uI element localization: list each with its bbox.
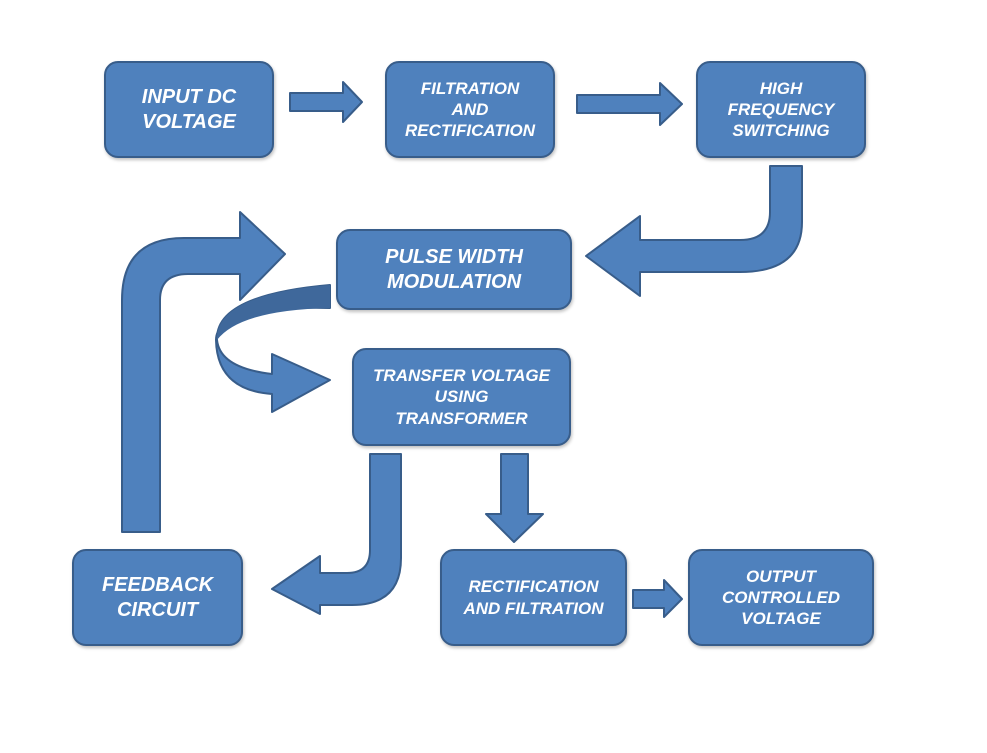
node-input-dc-voltage-label: INPUT DC VOLTAGE [141, 85, 237, 133]
node-pulse-width-modulation-label: PULSE WIDTH MODULATION [385, 245, 523, 293]
node-transfer-voltage: TRANSFER VOLTAGE USING TRANSFORMER [352, 348, 571, 446]
arrow-feedback-to-pwm [121, 211, 286, 533]
node-filtration-rectification: FILTRATION AND RECTIFICATION [385, 61, 555, 158]
arrow-transfer-to-rectification [485, 453, 544, 543]
node-rectification-filtration-label: RECTIFICATION AND FILTRATION [463, 577, 604, 618]
node-output-controlled-voltage-label: OUTPUT CONTROLLED VOLTAGE [721, 566, 841, 629]
node-input-dc-voltage: INPUT DC VOLTAGE [104, 61, 274, 158]
arrow-switching-to-pwm [585, 165, 803, 297]
arrow-pwm-to-transfer [215, 284, 331, 413]
node-feedback-circuit: FEEDBACK CIRCUIT [72, 549, 243, 646]
node-transfer-voltage-label: TRANSFER VOLTAGE USING TRANSFORMER [373, 366, 550, 428]
node-high-frequency-switching: HIGH FREQUENCY SWITCHING [696, 61, 866, 158]
node-rectification-filtration: RECTIFICATION AND FILTRATION [440, 549, 627, 646]
node-feedback-circuit-label: FEEDBACK CIRCUIT [101, 573, 214, 621]
arrow-filtration-to-switching [576, 82, 683, 126]
node-output-controlled-voltage: OUTPUT CONTROLLED VOLTAGE [688, 549, 874, 646]
arrow-transfer-to-feedback [271, 453, 402, 615]
arrow-rectification-to-output [632, 579, 683, 618]
node-high-frequency-switching-label: HIGH FREQUENCY SWITCHING [727, 78, 835, 141]
node-filtration-rectification-label: FILTRATION AND RECTIFICATION [404, 78, 535, 141]
node-pulse-width-modulation: PULSE WIDTH MODULATION [336, 229, 572, 310]
arrow-input-to-filtration [289, 81, 363, 123]
